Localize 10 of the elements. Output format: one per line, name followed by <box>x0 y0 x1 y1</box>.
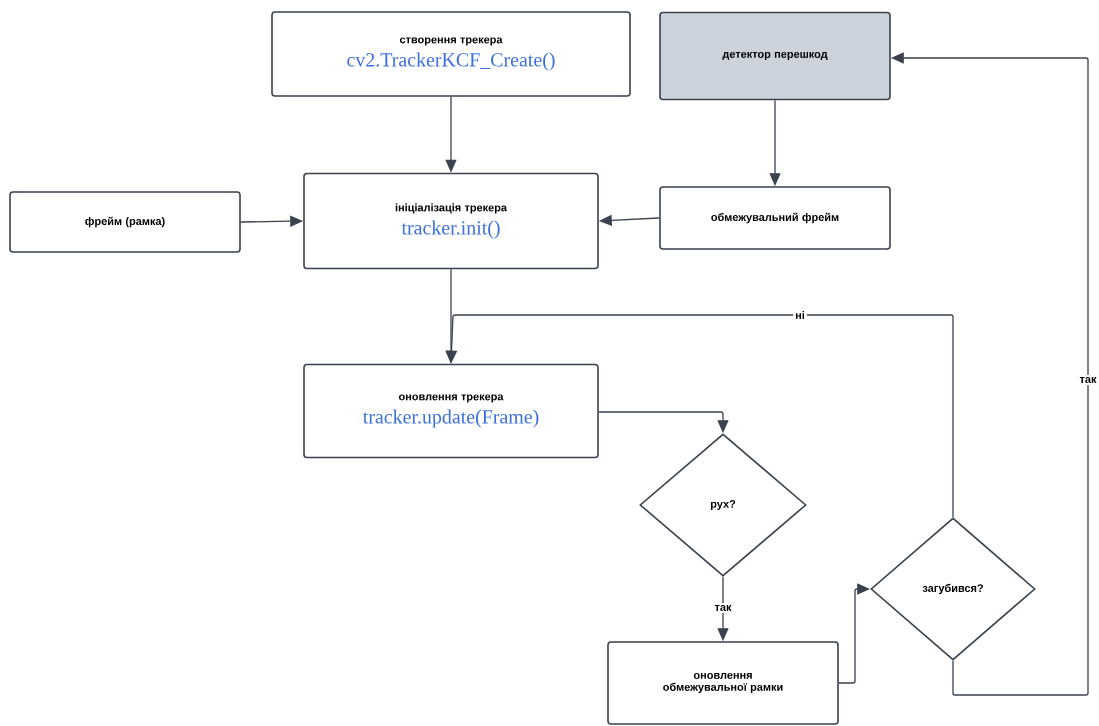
process-box: детектор перешкод <box>659 11 891 101</box>
edge-label: так <box>1077 375 1099 385</box>
edge-label: так <box>712 603 734 613</box>
edge-label: ні <box>793 309 807 321</box>
process-box: оновлення обмежувальної рамки <box>607 641 839 725</box>
process-box: ініціалізація трекера tracker.init() <box>303 172 599 270</box>
process-box: обмежувальний фрейм <box>659 186 891 250</box>
process-box: оновлення трекера tracker.update(Frame) <box>303 363 599 459</box>
process-box: фрейм (рамка) <box>9 191 241 253</box>
process-box: створення трекера cv2.TrackerKCF_Create() <box>271 11 631 97</box>
